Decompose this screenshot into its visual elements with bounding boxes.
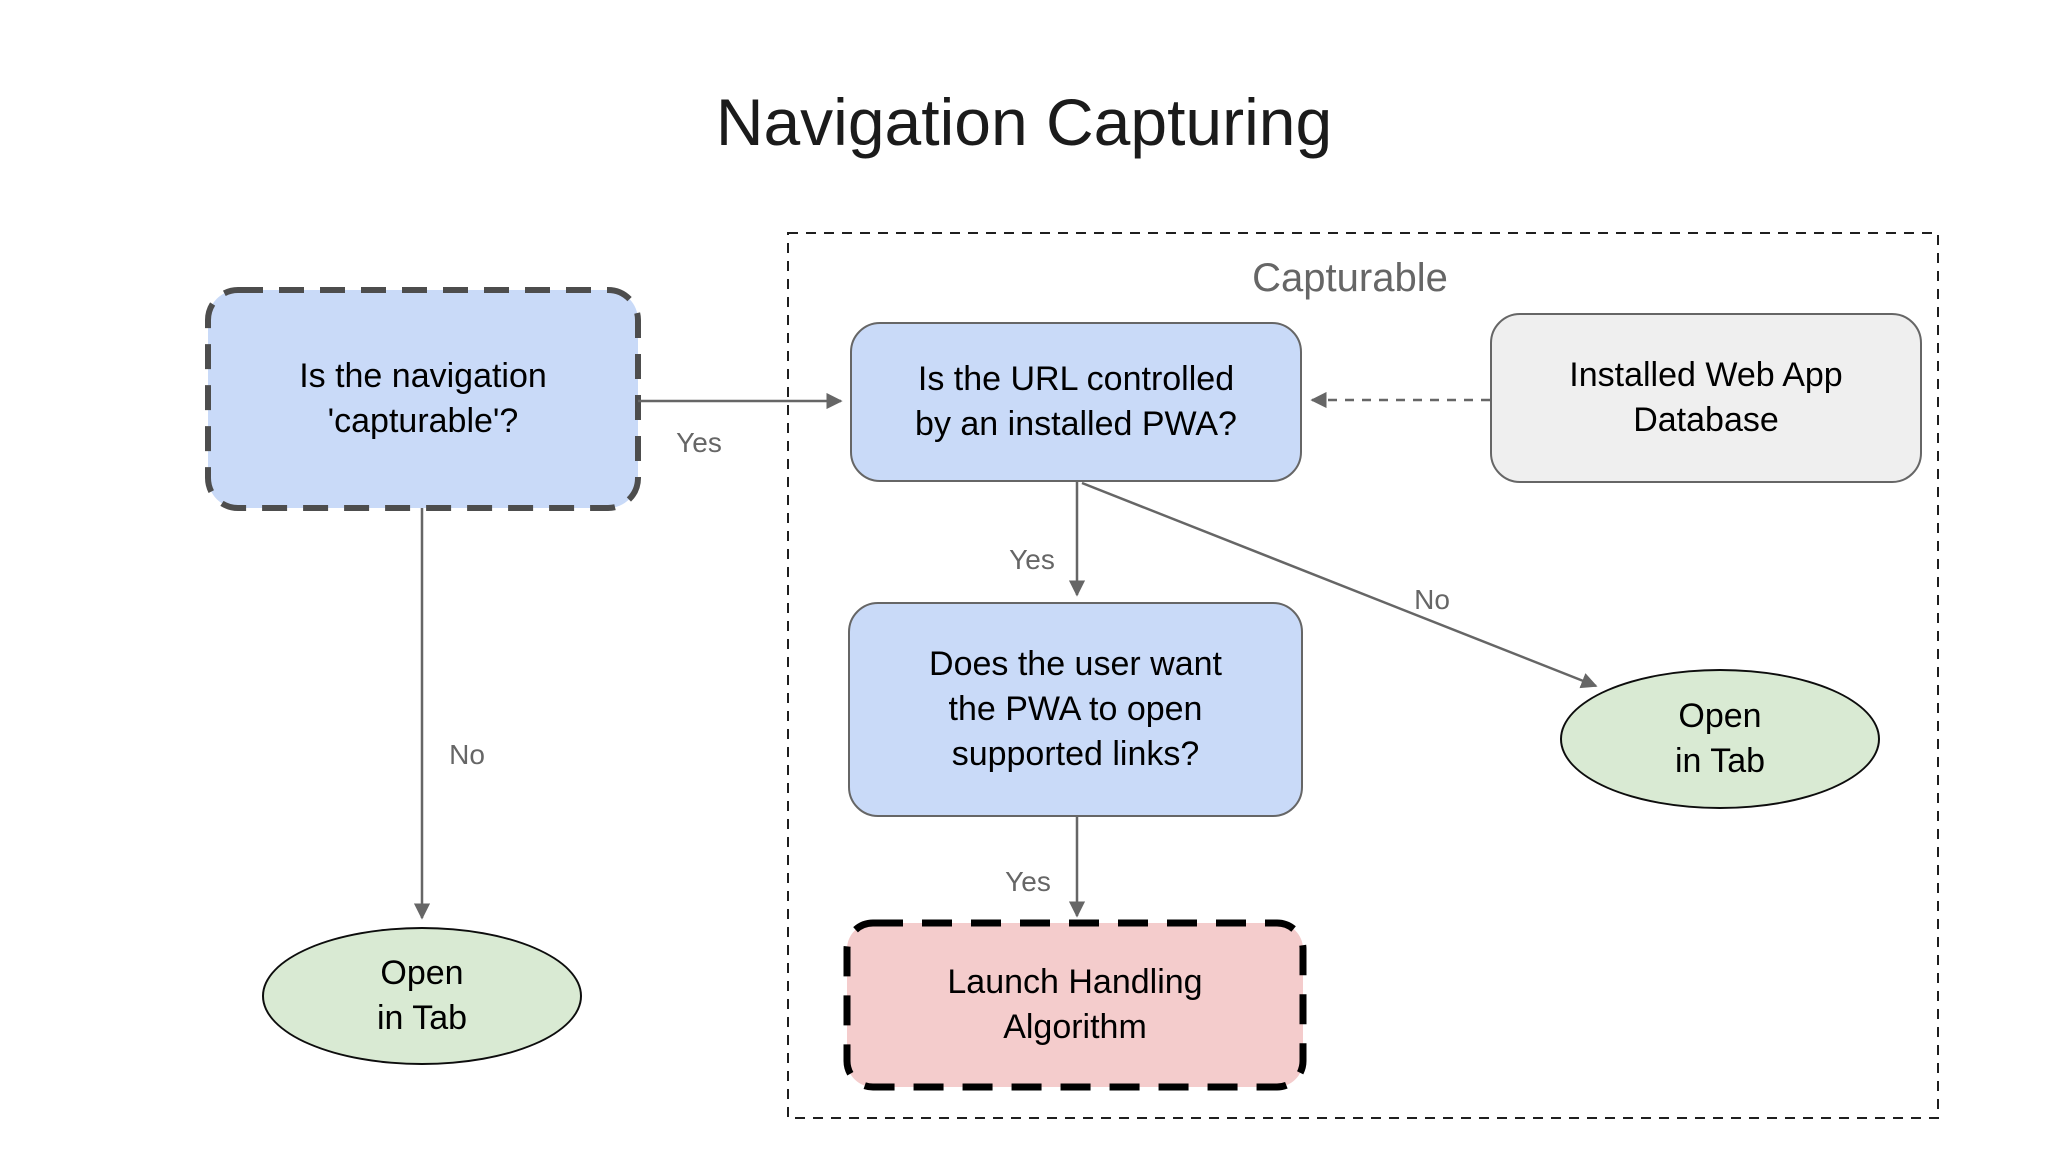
node-open-in-tab-right: Open in Tab	[1560, 669, 1880, 809]
node-text: Open in Tab	[376, 954, 468, 1037]
capturable-group-label: Capturable	[1252, 256, 1448, 300]
node-user-wants-supported-links: Does the user want the PWA to open suppo…	[848, 602, 1303, 817]
edge-label-supported-yes: Yes	[1005, 866, 1051, 897]
edge-label-capturable-yes: Yes	[676, 427, 722, 458]
node-text: Installed Web App Database	[1569, 356, 1843, 439]
edge-label-capturable-no: No	[449, 739, 485, 770]
node-launch-handling-algorithm: Launch Handling Algorithm	[847, 923, 1303, 1087]
node-text: Is the URL controlled by an installed PW…	[915, 360, 1237, 443]
node-is-navigation-capturable: Is the navigation 'capturable'?	[208, 290, 638, 508]
node-text: Does the user want the PWA to open suppo…	[929, 645, 1222, 773]
page-title: Navigation Capturing	[715, 85, 1333, 159]
node-url-controlled-by-pwa: Is the URL controlled by an installed PW…	[850, 322, 1302, 482]
node-installed-web-app-database: Installed Web App Database	[1490, 313, 1922, 483]
node-text: Launch Handling Algorithm	[947, 963, 1203, 1046]
node-text: Open in Tab	[1674, 697, 1766, 780]
edge-label-controlled-no: No	[1414, 584, 1450, 615]
node-open-in-tab-left: Open in Tab	[262, 927, 582, 1065]
edge-label-controlled-yes: Yes	[1009, 544, 1055, 575]
node-text: Is the navigation 'capturable'?	[299, 357, 547, 440]
